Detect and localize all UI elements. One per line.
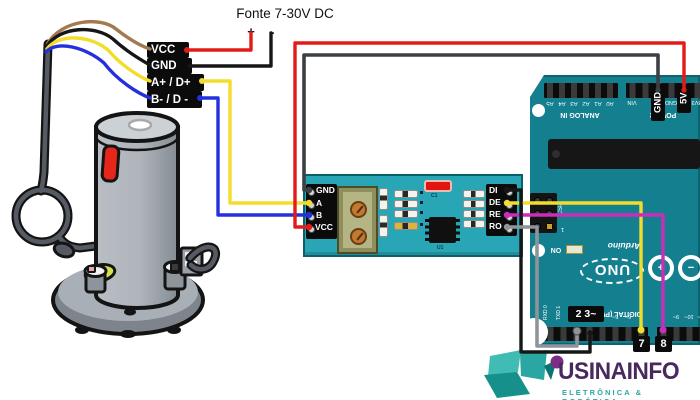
resistor	[463, 200, 485, 208]
rs485-pin-label-b: B	[316, 210, 323, 220]
pin-label-a4: A4	[558, 100, 566, 106]
resistor	[463, 220, 485, 228]
resistor	[394, 222, 418, 230]
power-supply-label: Fonte 7-30V DC	[236, 6, 334, 21]
resistor	[394, 210, 418, 218]
pin-label-d10: 10~	[684, 313, 694, 319]
pin-label-vin: VIN	[627, 99, 637, 105]
arduino-infinity-icon: +	[648, 255, 674, 281]
pin8-highlight-label: 8	[655, 336, 672, 352]
rs485-pin-label-vcc: VCC	[315, 222, 333, 232]
resistor	[379, 188, 388, 210]
pin7-highlight-label: 7	[633, 336, 650, 352]
gnd-highlight-label: GND	[651, 84, 665, 121]
arduino-brand-label: Arduino	[607, 241, 641, 251]
pin-label-d6: 6~	[624, 313, 632, 319]
usinainfo-brand: USINAINFO	[558, 358, 680, 385]
uno-logo: UNO	[580, 258, 644, 284]
terminal-screw-icon	[350, 228, 367, 245]
pin-label-d7: 7	[639, 313, 643, 319]
resistor	[463, 210, 485, 218]
terminal-screw-icon	[350, 201, 367, 218]
5v-highlight-label: 5V	[677, 84, 691, 113]
pin-label-d5: 5~	[611, 313, 619, 319]
terminal-block	[337, 186, 378, 254]
rs485-board: GND A B VCC C1 U1	[303, 174, 523, 257]
sensor-front-hole	[124, 308, 136, 316]
ic-chip	[429, 217, 456, 243]
pin-label-gnd-small: GND	[664, 99, 678, 105]
rs485-pin-label-ro: RO	[489, 221, 502, 231]
pins-2-3-highlight-label: 2 3~	[568, 306, 604, 322]
atmega-chip	[548, 139, 700, 169]
on-label: ON	[550, 246, 562, 253]
rs485-pin-label-de: DE	[489, 197, 501, 207]
sensor-connector-pin-gnd: GND	[147, 58, 192, 74]
pin-label-a2: A2	[582, 100, 590, 106]
pin-label-a3: A3	[570, 100, 578, 106]
usinainfo-logo-icon	[484, 350, 564, 398]
sensor-top-hole	[127, 118, 153, 132]
usinainfo-tagline: ELETRÔNICA & ROBÓTICA	[562, 388, 644, 400]
board-corner-notch	[520, 318, 548, 346]
sensor-connector-pin-a: A+ / D+	[147, 74, 204, 91]
pin-label-d11: 11~	[696, 313, 700, 319]
icsp-pin1-label: 1	[560, 226, 565, 232]
pin-label-a5: A5	[546, 100, 554, 106]
pin-label-a1: A1	[594, 100, 602, 106]
capacitor-label: C1	[431, 193, 438, 199]
rs485-pin-label-gnd: GND	[316, 185, 335, 195]
arduino-infinity-icon: −	[678, 255, 700, 281]
pin-label-d9: 9~	[672, 313, 680, 319]
cable-knot	[52, 241, 76, 259]
resistor	[463, 190, 485, 198]
resistor	[394, 200, 418, 208]
pin-label-d8: 8	[661, 313, 665, 319]
sensor-connector-pin-vcc: VCC	[147, 42, 189, 58]
resistor	[379, 215, 388, 237]
pin-label-a0: A0	[606, 100, 614, 106]
capacitor	[424, 180, 452, 192]
arduino-analog-header	[544, 83, 618, 98]
ic-label: U1	[437, 245, 444, 251]
rs485-pin-label-di: DI	[489, 185, 498, 195]
resistor	[394, 190, 418, 198]
sensor-connector-pin-b: B- / D -	[147, 91, 202, 108]
rs485-pin-label-a: A	[316, 198, 323, 208]
icsp-label: ICSP	[558, 203, 564, 218]
rs485-pin-label-re: RE	[489, 209, 501, 219]
sensor-cable	[11, 39, 101, 259]
arduino-board: A5 A4 A3 A2 A1 A0 ANALOG IN POWER VIN GN…	[530, 75, 700, 345]
txd-label: TXD 1	[556, 305, 562, 321]
sensor-red-stripe	[100, 144, 121, 183]
analog-in-label: ANALOG IN	[560, 111, 600, 118]
mounting-hole	[531, 243, 545, 257]
